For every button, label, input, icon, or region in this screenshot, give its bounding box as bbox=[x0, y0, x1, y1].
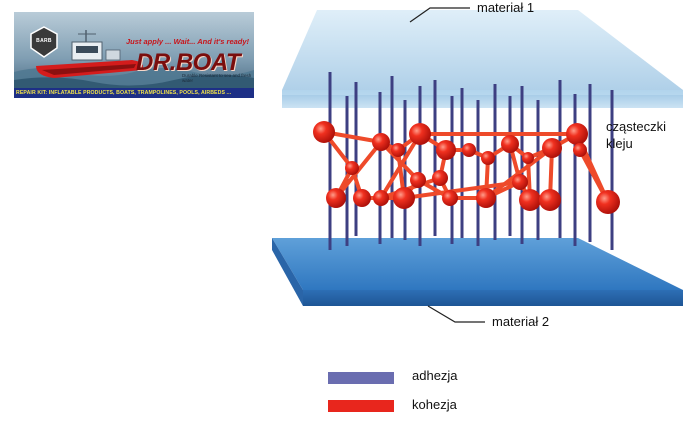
adhesive-molecule bbox=[393, 187, 415, 209]
banner-footer-strip bbox=[14, 88, 254, 98]
adhesive-molecule bbox=[345, 161, 359, 175]
adhesive-molecule bbox=[442, 190, 458, 206]
adhesive-molecule bbox=[542, 138, 562, 158]
banner-tagline: Just apply ... Wait... And it's ready! bbox=[126, 37, 250, 46]
cohesion-bond bbox=[379, 132, 422, 200]
material-1-leader bbox=[409, 7, 470, 23]
material-1-label: materiał 1 bbox=[477, 0, 535, 15]
banner-footer-text: REPAIR KIT: INFLATABLE PRODUCTS, BOATS, … bbox=[16, 90, 232, 96]
molecules-label-line-2: kleju bbox=[606, 136, 633, 151]
legend-swatch-cohesion bbox=[328, 400, 394, 412]
adhesive-molecule bbox=[512, 174, 528, 190]
cohesion-bond bbox=[379, 176, 442, 200]
material-1-plate bbox=[282, 10, 683, 108]
adhesive-molecule bbox=[476, 188, 496, 208]
legend-label-cohesion: kohezja bbox=[412, 397, 457, 412]
adhesive-molecules bbox=[313, 121, 620, 214]
dr-boat-banner: BARB Just apply ... Wait... And it's rea… bbox=[14, 12, 254, 98]
material-2-label: materiał 2 bbox=[492, 314, 550, 329]
banner-brand: DR.BOAT bbox=[136, 49, 241, 76]
adhesive-molecule bbox=[409, 123, 431, 145]
adhesive-molecule bbox=[596, 190, 620, 214]
adhesive-molecule bbox=[436, 140, 456, 160]
adhesive-molecule bbox=[573, 143, 587, 157]
legend-swatch-adhesion bbox=[328, 372, 394, 384]
logo-text: BARB bbox=[36, 38, 52, 44]
adhesive-molecule bbox=[353, 189, 371, 207]
adhesive-molecule bbox=[432, 170, 448, 186]
legend-label-adhesion: adhezja bbox=[412, 368, 458, 383]
adhesive-molecule bbox=[501, 135, 519, 153]
adhesive-molecule bbox=[462, 143, 476, 157]
molecules-label-line-1: cząsteczki bbox=[606, 119, 666, 134]
adhesive-molecule bbox=[373, 190, 389, 206]
banner-description: Durable Resistant to sea and fresh water bbox=[182, 73, 252, 83]
adhesive-molecule bbox=[372, 133, 390, 151]
adhesive-molecule bbox=[391, 143, 405, 157]
adhesive-molecule bbox=[519, 189, 541, 211]
adhesive-molecule bbox=[481, 151, 495, 165]
adhesive-molecule bbox=[539, 189, 561, 211]
adhesion-rods bbox=[328, 72, 614, 250]
barb-logo-icon bbox=[30, 26, 58, 58]
adhesive-molecule bbox=[566, 123, 588, 145]
material-2-leader bbox=[427, 305, 485, 323]
adhesive-molecule bbox=[313, 121, 335, 143]
adhesive-molecule bbox=[522, 152, 534, 164]
cohesion-bond bbox=[484, 146, 554, 200]
molecules-label: cząsteczki kleju bbox=[606, 118, 666, 152]
adhesive-molecule bbox=[410, 172, 426, 188]
adhesive-molecule bbox=[326, 188, 346, 208]
material-2-plate bbox=[272, 238, 683, 306]
